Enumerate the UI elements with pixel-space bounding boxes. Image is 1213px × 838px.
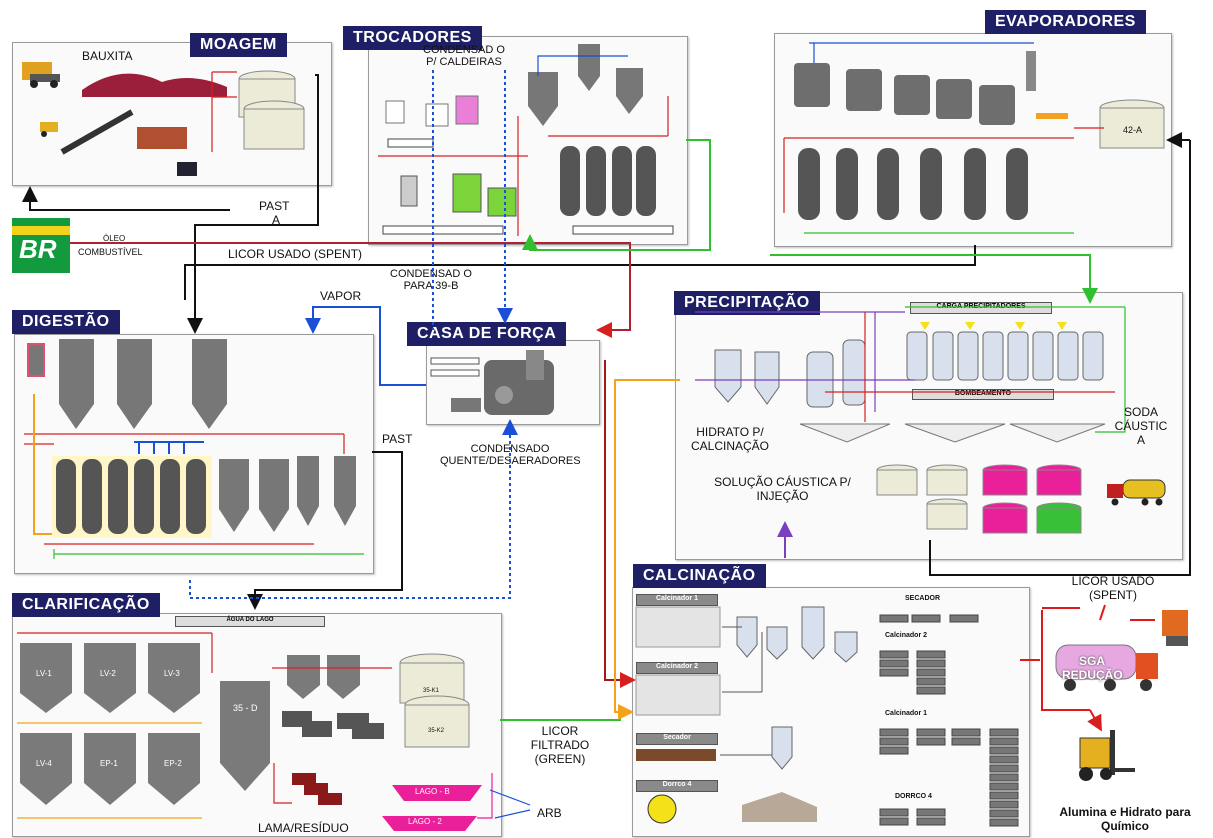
digestao-title: DIGESTÃO — [12, 310, 120, 334]
boiler-graphics — [426, 340, 598, 423]
tank-35d-label: 35 - D — [233, 703, 258, 713]
condensado-quente-label: CONDENSADO QUENTE/DESAERADORES — [440, 443, 580, 467]
arb-label: ARB — [537, 806, 562, 820]
condensado-39b-label: CONDENSAD O PARA 39-B — [386, 268, 476, 292]
br-logo: BR — [12, 218, 70, 273]
moagem-graphics — [12, 42, 330, 184]
tank-35k2-label: 35-K2 — [428, 728, 444, 734]
digestao-graphics — [14, 334, 372, 572]
lv2-label: LV-2 — [100, 669, 116, 678]
forklift-icon — [1070, 728, 1150, 788]
calcinacao-graphics — [632, 587, 1028, 835]
evaporadores-title: EVAPORADORES — [985, 10, 1146, 34]
licor-usado2-label: LICOR USADO (SPENT) — [1068, 574, 1158, 602]
oleo-label: ÓLEO — [103, 234, 125, 243]
clarificacao-graphics — [12, 613, 500, 835]
dump-truck-icon — [22, 62, 60, 88]
combustivel-label: COMBUSTÍVEL — [78, 247, 143, 257]
alumina-icon — [1162, 610, 1188, 646]
pasta-top-label: PAST — [259, 199, 289, 213]
evaporadores-graphics — [774, 33, 1170, 245]
loader-icon — [40, 122, 58, 137]
alumina-label: Alumina e Hidrato para Químico — [1050, 805, 1200, 833]
licor-filtrado-label: LICOR FILTRADO (GREEN) — [520, 724, 600, 766]
lago-b-label: LAGO - B — [415, 787, 450, 796]
ep2-label: EP-2 — [164, 759, 182, 768]
calcinacao-title: CALCINAÇÃO — [633, 564, 766, 588]
lv3-label: LV-3 — [164, 669, 180, 678]
sga-label: SGA REDUÇÃO — [1062, 654, 1122, 682]
vapor-label: VAPOR — [320, 289, 361, 303]
tanker-truck-icon — [1107, 480, 1165, 506]
pasta-mid-label: PAST — [382, 432, 412, 446]
ep1-label: EP-1 — [100, 759, 118, 768]
br-logo-text: BR — [19, 234, 57, 265]
lv1-label: LV-1 — [36, 669, 52, 678]
tank-42a-label: 42-A — [1123, 125, 1142, 135]
lago-2-label: LAGO - 2 — [408, 817, 442, 826]
trocadores-graphics — [368, 36, 686, 243]
licor-usado-label: LICOR USADO (SPENT) — [228, 247, 362, 261]
soda-label: SODA CÁUSTIC A — [1110, 405, 1172, 447]
lv4-label: LV-4 — [36, 759, 52, 768]
solucao-label: SOLUÇÃO CÁUSTICA P/ INJEÇÃO — [700, 475, 865, 503]
hidrato-label: HIDRATO P/ CALCINAÇÃO — [680, 425, 780, 453]
pasta-top2-label: A — [272, 213, 280, 227]
lama-label: LAMA/RESÍDUO — [258, 821, 349, 835]
tank-35k1-label: 35-K1 — [423, 688, 439, 694]
